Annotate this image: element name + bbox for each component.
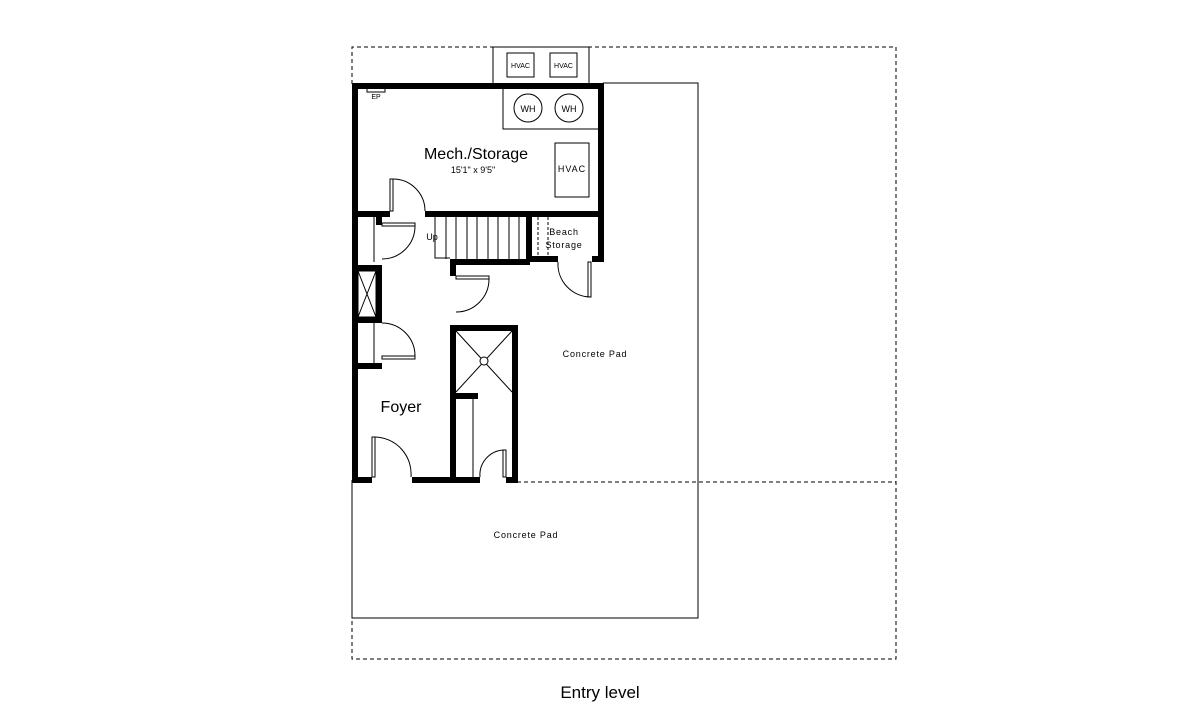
hvac-indoor-label: HVAC bbox=[558, 164, 586, 174]
wh-1-label: WH bbox=[521, 104, 536, 114]
room-name-foyer: Foyer bbox=[381, 399, 423, 416]
hvac-enclosure bbox=[492, 46, 590, 85]
concrete-pad-outline bbox=[351, 82, 699, 619]
hvac-outdoor-2-label: HVAC bbox=[554, 63, 573, 70]
beach-storage-label-2: Storage bbox=[545, 240, 582, 250]
room-dims-mech-storage: 15'1" x 9'5" bbox=[451, 165, 495, 175]
concrete-pad-bottom-label: Concrete Pad bbox=[494, 530, 559, 540]
walls bbox=[352, 83, 604, 483]
property-boundary bbox=[351, 46, 897, 660]
hvac-outdoor-1-label: HVAC bbox=[511, 63, 530, 70]
wh-2-label: WH bbox=[562, 104, 577, 114]
details bbox=[357, 89, 598, 478]
concrete-pad-right-label: Concrete Pad bbox=[563, 349, 628, 359]
beach-storage-label-1: Beach bbox=[549, 227, 579, 237]
ep-label: EP bbox=[371, 94, 381, 101]
stairs-up-label: Up bbox=[426, 232, 438, 242]
room-name-mech-storage: Mech./Storage bbox=[424, 146, 528, 163]
plan-caption: Entry level bbox=[560, 683, 640, 702]
stair-treads bbox=[445, 217, 520, 259]
